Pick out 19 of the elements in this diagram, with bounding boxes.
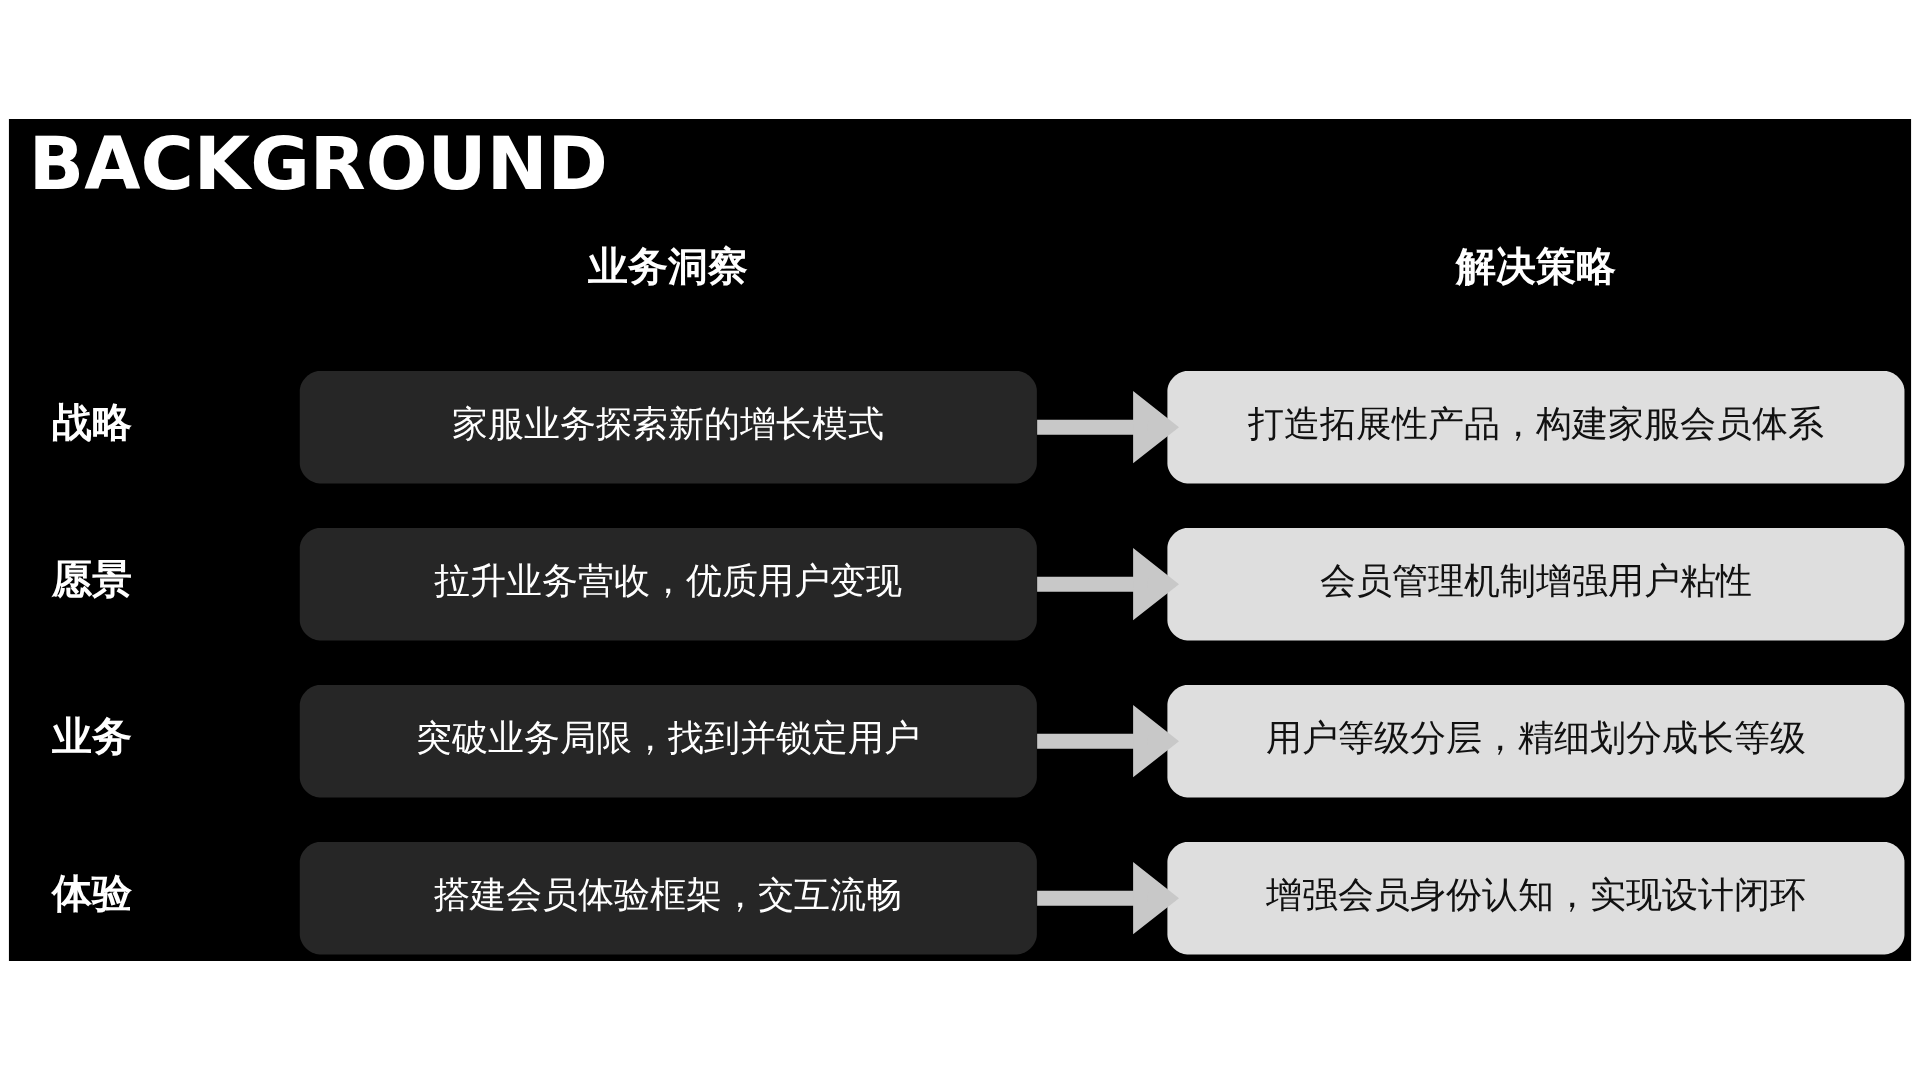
arrow bbox=[1037, 391, 1179, 464]
node-box: 用户等级分层，精细划分成长等级 bbox=[1167, 685, 1905, 798]
node-box: 家服业务探索新的增长模式 bbox=[299, 371, 1037, 484]
label: 业务 bbox=[51, 712, 132, 759]
arrow bbox=[1037, 705, 1179, 778]
diagram-title: BACKGROUND bbox=[28, 121, 608, 206]
node-box: 拉升业务营收，优质用户变现 bbox=[299, 528, 1037, 641]
node-box: 打造拓展性产品，构建家服会员体系 bbox=[1167, 371, 1905, 484]
node-box: 搭建会员体验框架，交互流畅 bbox=[299, 842, 1037, 955]
label: 愿景 bbox=[51, 555, 132, 602]
arrow bbox=[1037, 862, 1179, 935]
label: 业务洞察 bbox=[588, 243, 749, 290]
arrow bbox=[1037, 548, 1179, 621]
label: 解决策略 bbox=[1455, 243, 1616, 290]
node-box: 会员管理机制增强用户粘性 bbox=[1167, 528, 1905, 641]
label: 体验 bbox=[51, 869, 132, 916]
node-box: 突破业务局限，找到并锁定用户 bbox=[299, 685, 1037, 798]
label: 战略 bbox=[51, 398, 132, 445]
node-box: 增强会员身份认知，实现设计闭环 bbox=[1167, 842, 1905, 955]
